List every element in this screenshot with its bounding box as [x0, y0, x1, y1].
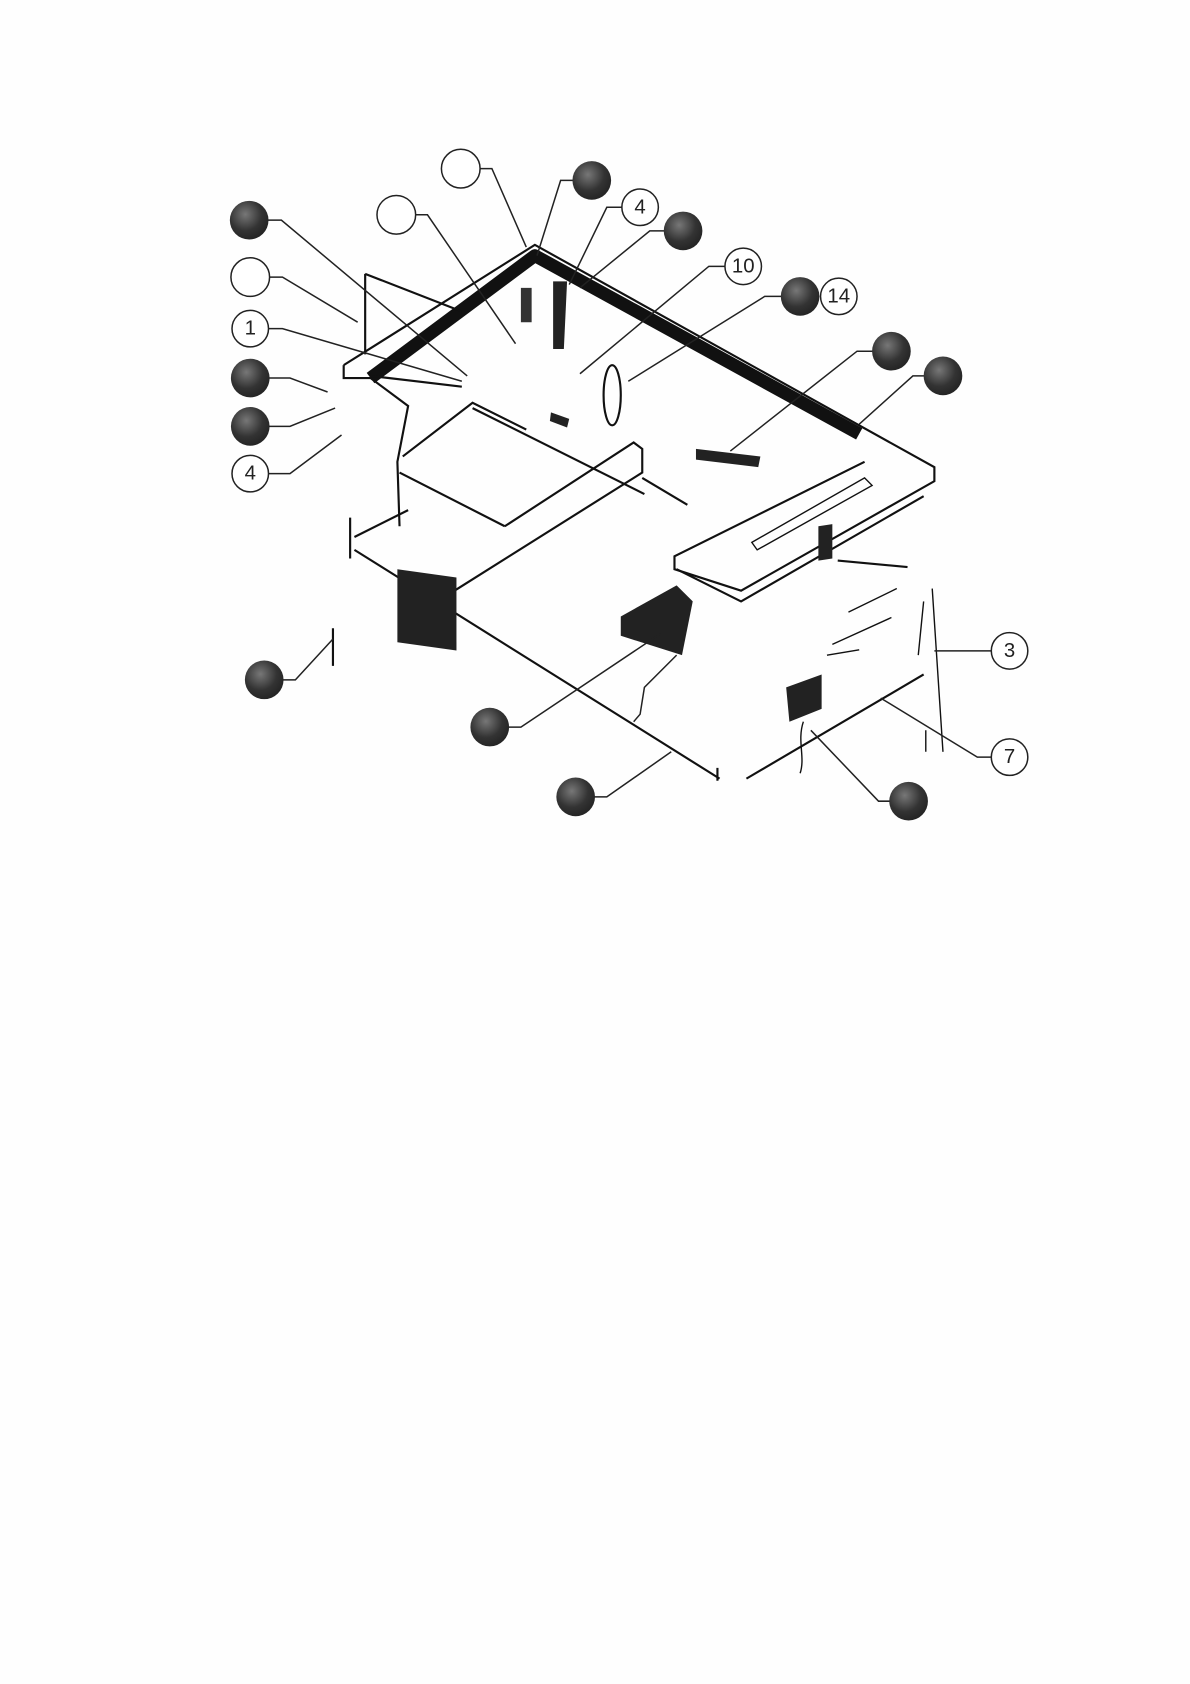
numbered-callouts: 4 10 14 1 4 3 7 [231, 188, 1029, 777]
callout-14: 14 [827, 285, 850, 307]
empty-callouts [230, 148, 481, 298]
callout-filled [229, 200, 269, 240]
plate-right [695, 448, 761, 468]
callout-empty [376, 194, 417, 235]
bracket-center [620, 585, 693, 656]
bracket-left [397, 569, 457, 651]
callout-filled [230, 358, 270, 398]
filled-callouts [229, 161, 963, 821]
callout-filled [556, 777, 595, 817]
handle-part [602, 364, 622, 427]
leader-lines [266, 167, 992, 802]
callout-7: 7 [1004, 746, 1015, 768]
callout-filled [780, 277, 820, 316]
callout-1: 1 [245, 318, 256, 340]
callout-filled [663, 211, 703, 251]
callout-empty [230, 257, 271, 298]
callout-filled [923, 356, 963, 396]
callout-3: 3 [1004, 640, 1015, 662]
column-part [553, 281, 568, 350]
callout-4-left: 4 [245, 463, 256, 485]
callout-10: 10 [732, 255, 755, 277]
callout-filled [572, 161, 612, 200]
callout-filled [872, 331, 911, 371]
callout-filled [889, 781, 928, 821]
callout-4-top: 4 [634, 196, 645, 218]
switch-box [786, 674, 822, 722]
callout-filled [230, 407, 270, 446]
callout-empty [440, 148, 481, 189]
callout-filled [470, 707, 510, 747]
frame-assembly [331, 243, 944, 781]
callout-filled [244, 660, 284, 700]
